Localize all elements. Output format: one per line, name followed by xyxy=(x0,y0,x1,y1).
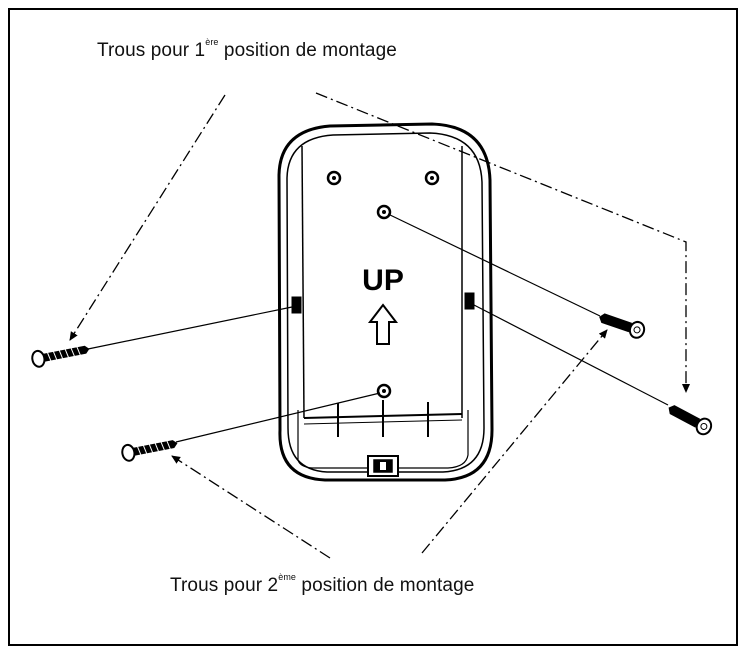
bracket-notch-right xyxy=(464,292,475,310)
figure-frame xyxy=(8,8,738,646)
guide-line-right-upper xyxy=(387,213,601,317)
leader-top-to-right-screw xyxy=(315,92,690,393)
up-arrow-icon xyxy=(367,303,399,345)
caption-second-mounting-position: Trous pour 2ème position de montage xyxy=(170,572,475,597)
guide-line-right-lower xyxy=(473,304,669,406)
bracket-rail-left xyxy=(301,145,305,419)
screw-guide-lines xyxy=(87,213,669,443)
leader-lines xyxy=(69,92,690,559)
bracket-outer-outline xyxy=(277,122,494,482)
caption-first-mounting-position: Trous pour 1ère position de montage xyxy=(97,37,397,62)
screw-left-upper xyxy=(31,345,90,368)
up-label: UP xyxy=(362,264,404,297)
leader-bottom-to-left-screw xyxy=(171,455,331,559)
bracket-clip-slot xyxy=(380,462,386,470)
leader-top-to-left-screw xyxy=(69,94,226,341)
bracket-notch-left xyxy=(291,296,302,314)
bracket-inner-outline xyxy=(286,132,485,473)
caption-top-superscript: ère xyxy=(205,37,219,47)
guide-line-left-lower xyxy=(175,392,381,443)
screw-right-upper xyxy=(599,313,646,339)
guide-line-left-upper xyxy=(87,306,293,350)
caption-top-suffix: position de montage xyxy=(218,40,397,61)
leader-bottom-to-right-screw xyxy=(421,329,608,554)
screw-right-lower xyxy=(668,405,713,436)
caption-bottom-superscript: ème xyxy=(278,572,297,582)
mounting-bracket xyxy=(277,122,494,482)
caption-top-prefix: Trous pour 1 xyxy=(97,40,206,61)
screw-left-lower xyxy=(121,440,178,462)
caption-bottom-prefix: Trous pour 2 xyxy=(170,575,279,596)
caption-bottom-suffix: position de montage xyxy=(296,575,475,596)
